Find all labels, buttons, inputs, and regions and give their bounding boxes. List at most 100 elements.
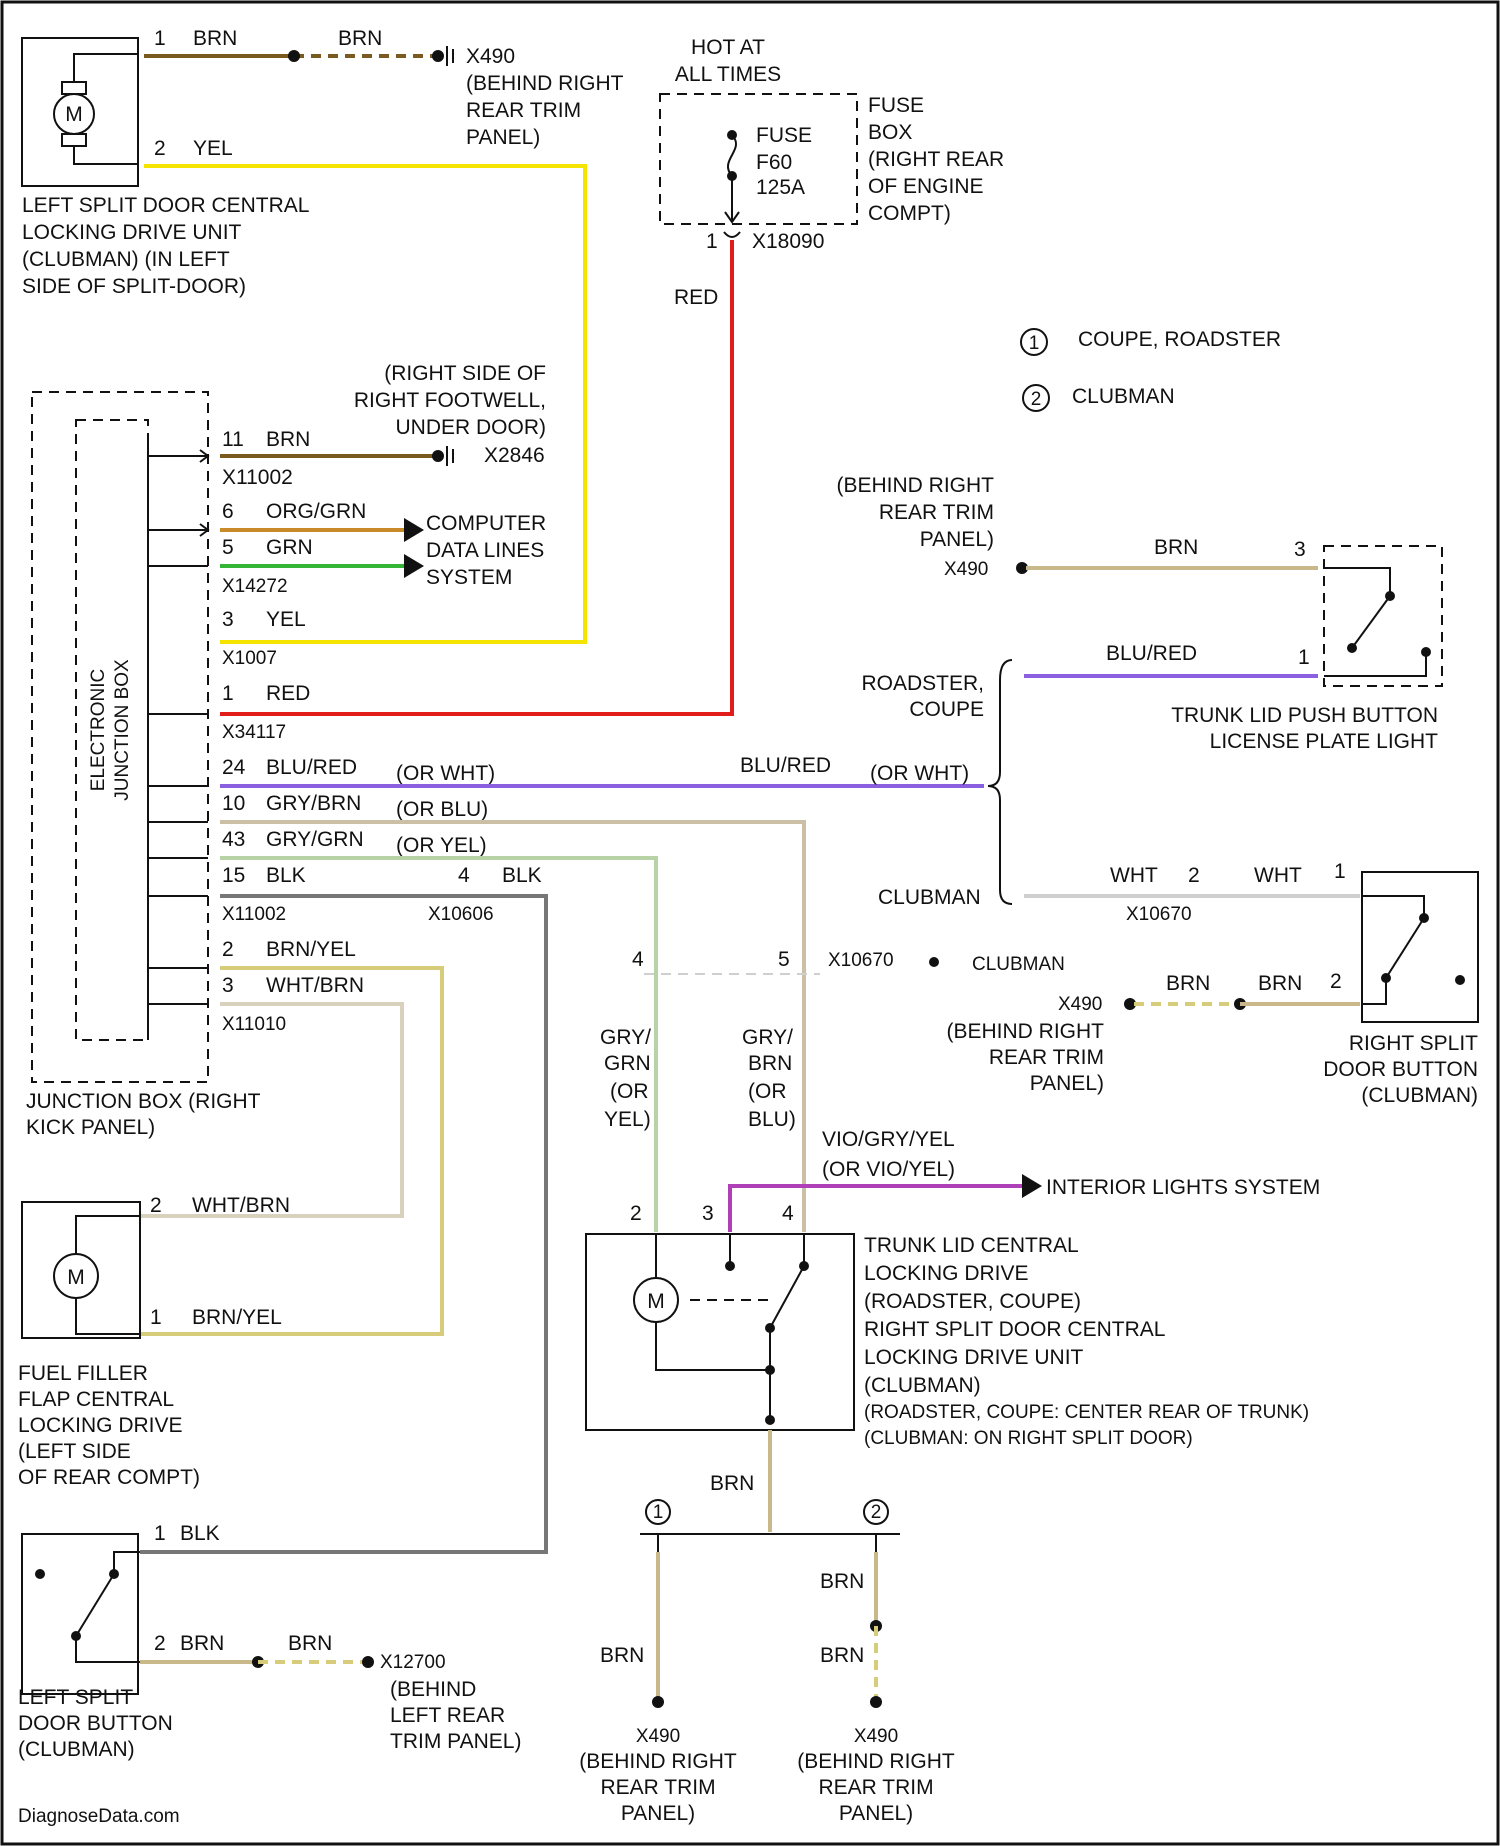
- connector-note: CLUBMAN: [972, 954, 1065, 975]
- caption-line: DOOR BUTTON: [1323, 1058, 1478, 1081]
- pin-number: 4: [458, 864, 470, 887]
- caption-line: (ROADSTER, COUPE: CENTER REAR OF TRUNK): [864, 1402, 1309, 1423]
- fuse-box: HOT AT ALL TIMES FUSE F60 125A FUSE BOX …: [220, 36, 1004, 714]
- ground-icon: [362, 1656, 374, 1668]
- ground-icon: [432, 450, 444, 462]
- trunk-lid-push-button: (BEHIND RIGHT REAR TRIM PANEL) X490 BRN …: [740, 474, 1442, 904]
- wire-color: BLK: [502, 864, 542, 887]
- option-num: 1: [653, 1502, 664, 1523]
- ground-loc: LEFT REAR: [390, 1704, 505, 1727]
- ground-id: X490: [944, 559, 988, 580]
- wire-color: WHT: [1254, 864, 1302, 887]
- ground-icon: [432, 50, 444, 62]
- wire-label: BLU): [748, 1108, 796, 1131]
- ground-loc: (BEHIND: [390, 1678, 476, 1701]
- caption-line: (CLUBMAN: ON RIGHT SPLIT DOOR): [864, 1428, 1193, 1449]
- ground-icon: [870, 1696, 882, 1708]
- pin-number: 1: [706, 230, 718, 253]
- motor-symbol: M: [67, 1266, 85, 1289]
- computer-label: COMPUTER: [426, 512, 546, 535]
- ground-loc: (BEHIND RIGHT: [837, 474, 995, 497]
- wire-alt: (OR WHT): [870, 762, 969, 785]
- pin-number: 2: [154, 137, 166, 160]
- arrow-icon: [404, 554, 424, 578]
- pin-number: 1: [1298, 646, 1310, 669]
- wire-color: BRN: [266, 428, 310, 451]
- pin-number: 1: [154, 1522, 166, 1545]
- legend-text: CLUBMAN: [1072, 385, 1175, 408]
- ground-loc: REAR TRIM: [989, 1046, 1104, 1069]
- pin-number: 2: [1330, 970, 1342, 993]
- wire-color: BLU/RED: [1106, 642, 1197, 665]
- wire-color: BRN: [288, 1632, 332, 1655]
- wire-color: BRN: [180, 1632, 224, 1655]
- wire-color: BLK: [266, 864, 306, 887]
- caption-line: LOCKING DRIVE UNIT: [864, 1346, 1084, 1369]
- wire-color: GRY/GRN: [266, 828, 364, 851]
- legend-num: 2: [1031, 389, 1042, 410]
- wire-color: BRN: [1258, 972, 1302, 995]
- pin-number: 5: [778, 948, 790, 971]
- fuse-box-label: COMPT): [868, 202, 951, 225]
- connector-id: X10670: [1126, 904, 1192, 925]
- wire-color: WHT/BRN: [192, 1194, 290, 1217]
- pin-number: 4: [632, 948, 644, 971]
- wire-color: ORG/GRN: [266, 500, 366, 523]
- ground-loc: REAR TRIM: [818, 1776, 933, 1799]
- pin-number: 4: [782, 1202, 794, 1225]
- pin-number: 2: [1188, 864, 1200, 887]
- pin-number: 2: [150, 1194, 162, 1217]
- wire-color: BRN: [710, 1472, 754, 1495]
- wire-color: RED: [266, 682, 310, 705]
- switch-icon: [76, 1574, 114, 1636]
- wire-color: VIO/GRY/YEL: [822, 1128, 955, 1151]
- wire-color: BLK: [180, 1522, 220, 1545]
- pin-number: 24: [222, 756, 246, 779]
- connector-id: X11010: [222, 1014, 286, 1035]
- pin-number: 3: [222, 974, 234, 997]
- fuse-box-label: FUSE: [868, 94, 924, 117]
- bottom-grounds: 1 2 BRN BRN BRN X490 (BEHIND RIGHT REAR …: [579, 1500, 955, 1825]
- ground-loc: REAR TRIM: [600, 1776, 715, 1799]
- caption-line: FLAP CENTRAL: [18, 1388, 174, 1411]
- caption-line: JUNCTION BOX (RIGHT: [26, 1090, 261, 1113]
- connector-id: X11002: [222, 904, 286, 925]
- ground-loc: PANEL): [466, 126, 540, 149]
- ground-loc: PANEL): [839, 1802, 913, 1825]
- switch-icon: [1352, 596, 1390, 648]
- wire-color: BRN: [820, 1644, 864, 1667]
- wire-color: BRN: [1154, 536, 1198, 559]
- wire-color: BRN: [600, 1644, 644, 1667]
- connector-id: X10606: [428, 904, 494, 925]
- ground-loc: (BEHIND RIGHT: [579, 1750, 737, 1773]
- pin-number: 3: [1294, 538, 1306, 561]
- ground-loc: PANEL): [1030, 1072, 1104, 1095]
- trunk-lid-central-drive: VIO/GRY/YEL (OR VIO/YEL) INTERIOR LIGHTS…: [586, 1128, 1320, 1532]
- wire-label: YEL): [604, 1108, 651, 1131]
- wire-color: YEL: [266, 608, 306, 631]
- switch-icon: [1386, 918, 1424, 978]
- caption-line: SIDE OF SPLIT-DOOR): [22, 275, 246, 298]
- caption-line: DOOR BUTTON: [18, 1712, 173, 1735]
- caption-line: TRUNK LID CENTRAL: [864, 1234, 1079, 1257]
- motor-symbol: M: [647, 1290, 665, 1313]
- connector-id: X18090: [752, 230, 824, 253]
- wire-color: BLU/RED: [266, 756, 357, 779]
- ground-id: X490: [466, 45, 515, 68]
- caption-line: TRUNK LID PUSH BUTTON: [1171, 704, 1438, 727]
- wire-color: YEL: [193, 137, 233, 160]
- ground-loc: RIGHT FOOTWELL,: [354, 389, 546, 412]
- caption-line: (CLUBMAN) (IN LEFT: [22, 248, 230, 271]
- caption-line: LOCKING DRIVE: [864, 1262, 1029, 1285]
- caption-line: LICENSE PLATE LIGHT: [1210, 730, 1439, 753]
- motor-symbol: M: [65, 103, 83, 126]
- wire-label: GRN: [604, 1052, 651, 1075]
- wire-alt: (OR WHT): [396, 762, 495, 785]
- ground-id: X2846: [484, 444, 545, 467]
- pin-number: 2: [154, 1632, 166, 1655]
- fuel-filler-drive: M 2 WHT/BRN 1 BRN/YEL FUEL FILLER FLAP C…: [18, 1194, 290, 1489]
- fuse-label: F60: [756, 151, 792, 174]
- wire-label: BRN: [748, 1052, 792, 1075]
- wire-label: GRY/: [600, 1026, 651, 1049]
